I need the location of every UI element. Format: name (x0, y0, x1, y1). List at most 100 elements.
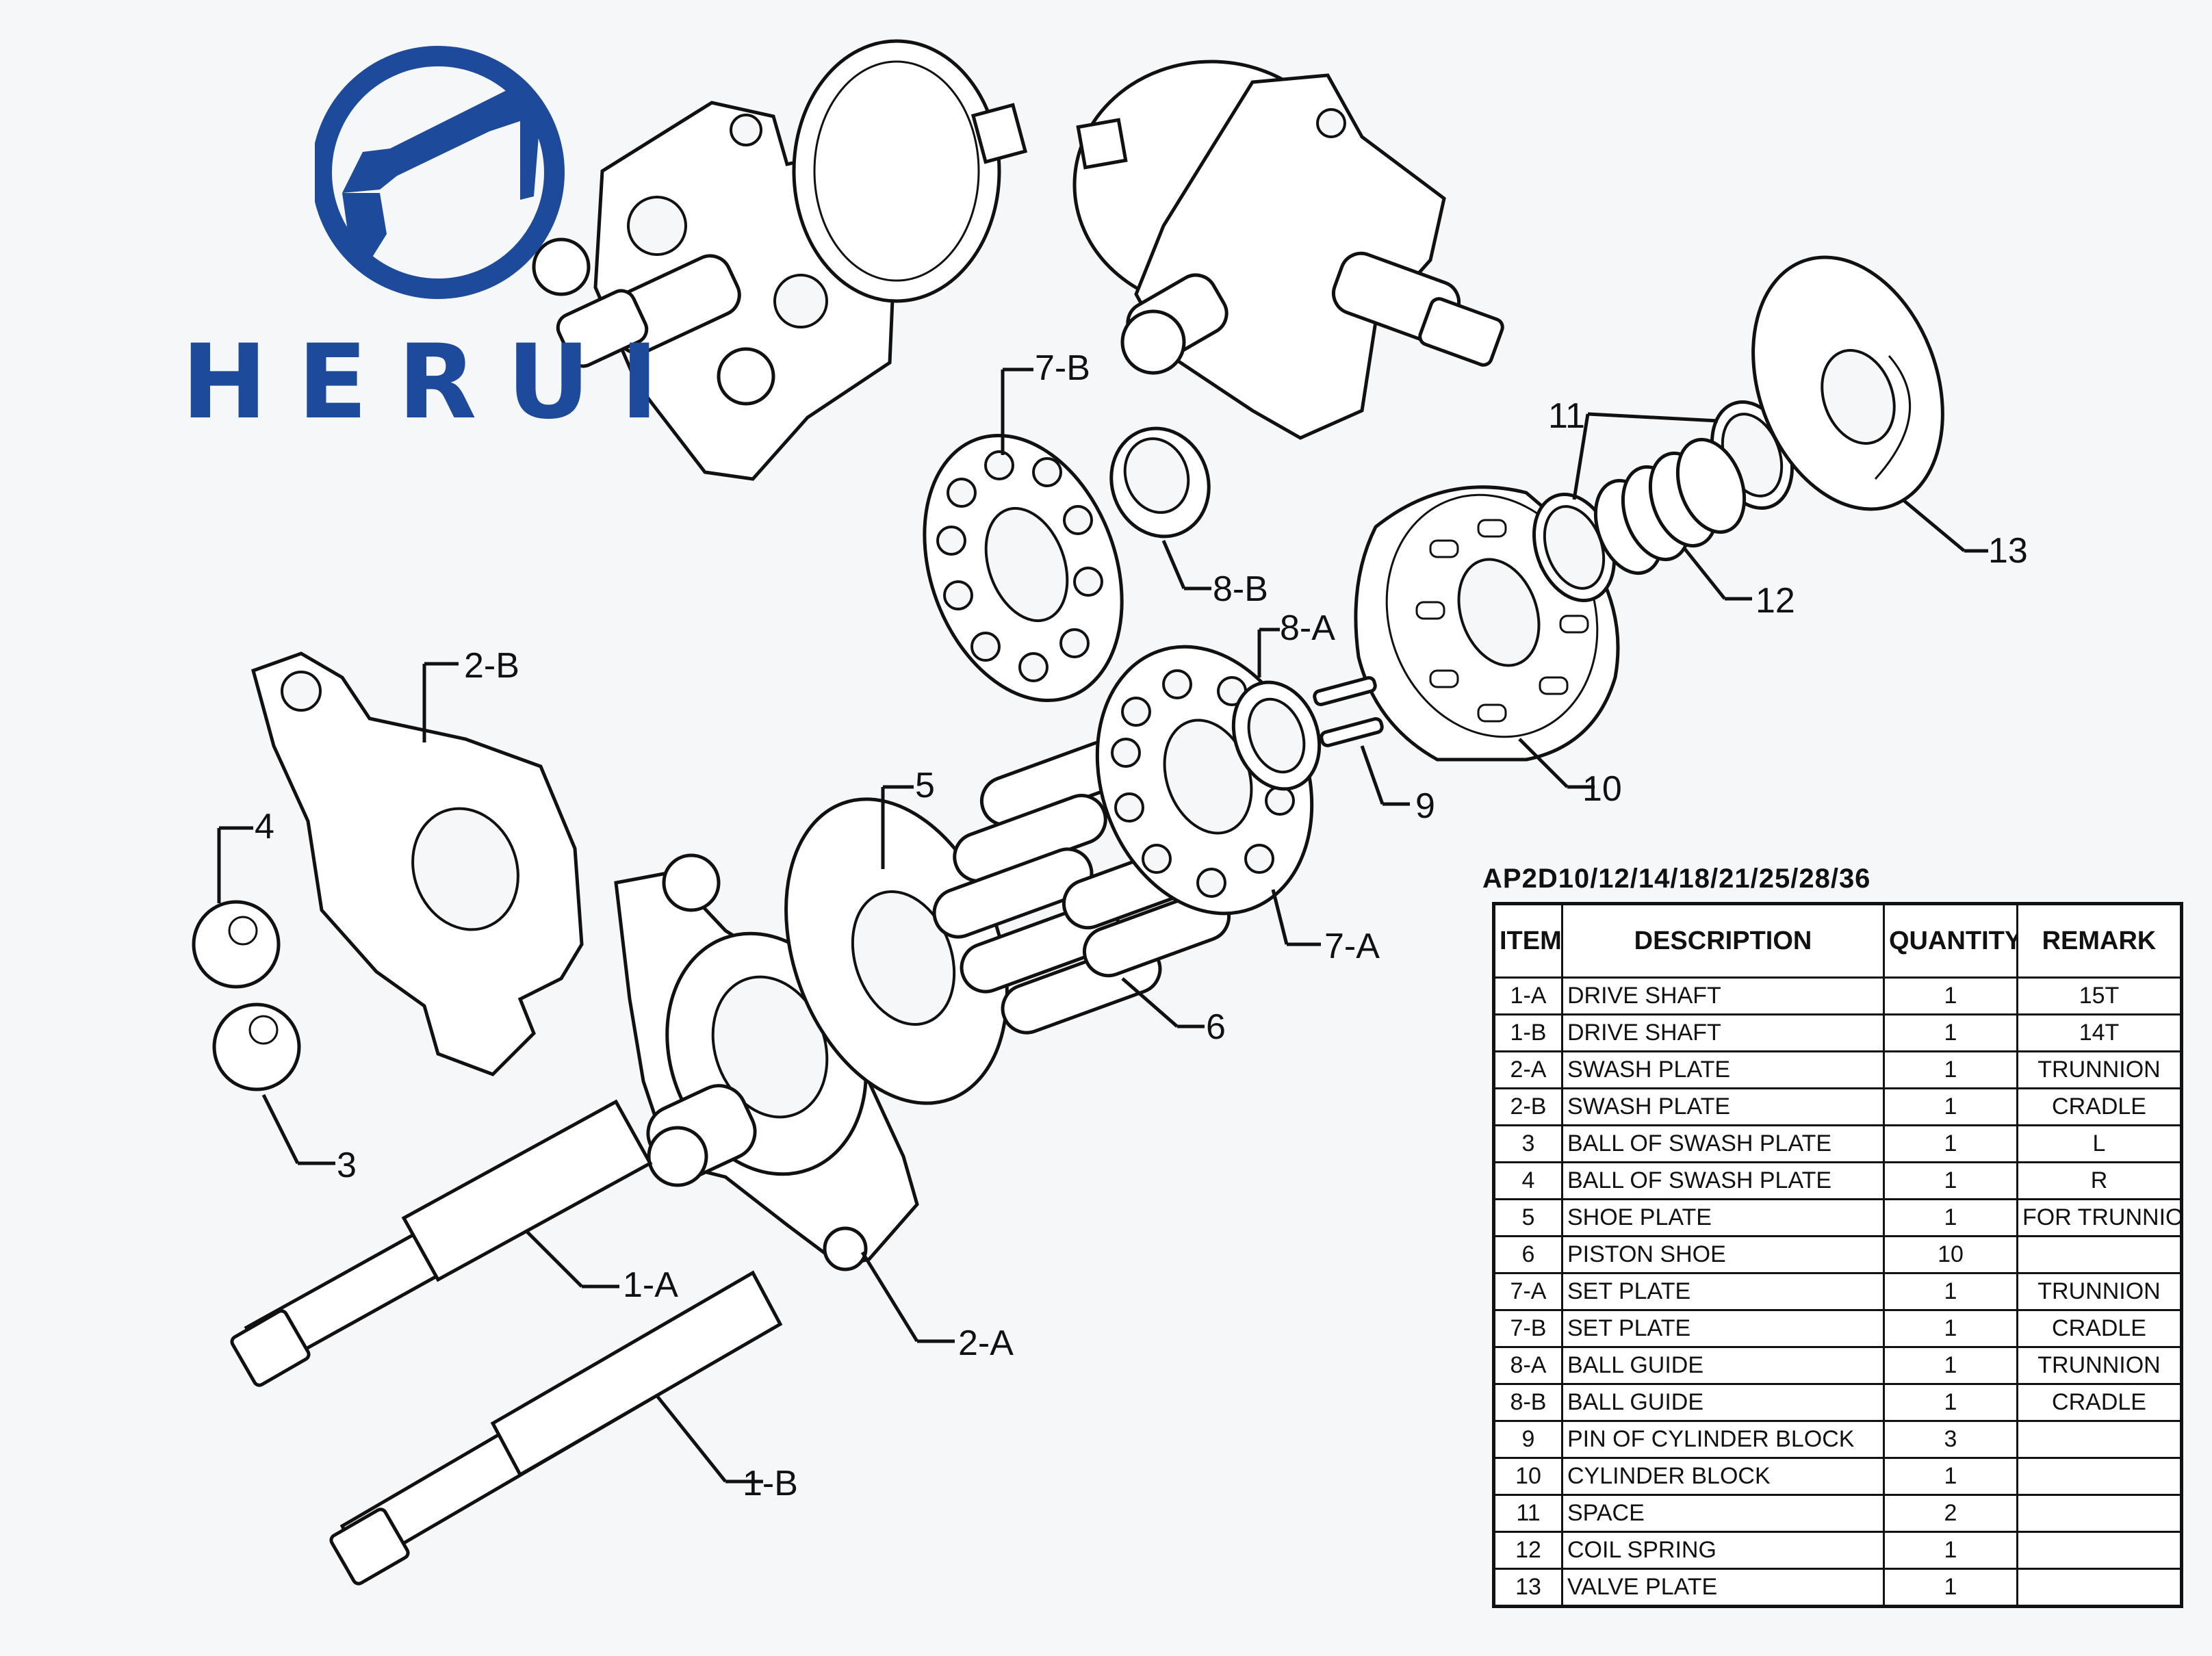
cell-description: SET PLATE (1561, 1309, 1885, 1348)
shoe-plate-5 (784, 797, 1009, 1105)
drive-shaft-1b (329, 1270, 783, 1586)
header-item: ITEM (1493, 903, 1563, 979)
cell-remark: CRADLE (2016, 1087, 2183, 1126)
callout-5: 5 (915, 766, 935, 805)
callout-13: 13 (1988, 531, 2028, 571)
cell-quantity: 10 (1883, 1235, 2018, 1274)
pump-assembly-right (1072, 60, 1504, 440)
callout-4: 4 (255, 807, 274, 846)
callout-3: 3 (337, 1146, 357, 1185)
drive-shaft-1a (230, 1099, 653, 1387)
cell-description: SWASH PLATE (1561, 1087, 1885, 1126)
callout-10: 10 (1582, 769, 1622, 809)
callout-2a: 2-A (958, 1323, 1014, 1363)
coil-spring-12 (1593, 437, 1747, 575)
cell-remark (2016, 1235, 2183, 1274)
cell-description: SET PLATE (1561, 1272, 1885, 1311)
cell-quantity: 3 (1883, 1420, 2018, 1459)
cell-description: PISTON SHOE (1561, 1235, 1885, 1274)
swash-plate-2b (250, 651, 584, 1076)
cell-item: 2-B (1493, 1087, 1563, 1126)
cell-description: COIL SPRING (1561, 1531, 1885, 1570)
herui-logo: HERUI (181, 36, 715, 446)
leader-lines (217, 367, 1988, 1484)
parts-table-title: AP2D10/12/14/18/21/25/28/36 (1482, 864, 1871, 894)
cell-remark: 15T (2016, 976, 2183, 1015)
header-remark: REMARK (2016, 903, 2183, 979)
callout-6: 6 (1206, 1007, 1226, 1047)
callout-2b: 2-B (464, 646, 519, 686)
cell-quantity: 1 (1883, 1383, 2018, 1422)
callout-labels: 1-A 1-B 2-A 2-B 3 4 5 6 7-A 7-B 8-A 8-B … (255, 348, 2028, 1503)
valve-plate-13 (1751, 255, 1944, 511)
callout-7b: 7-B (1035, 348, 1090, 388)
header-description: DESCRIPTION (1561, 903, 1885, 979)
cell-remark: 14T (2016, 1013, 2183, 1052)
cell-description: CYLINDER BLOCK (1561, 1457, 1885, 1496)
cell-description: DRIVE SHAFT (1561, 976, 1885, 1015)
cell-description: BALL OF SWASH PLATE (1561, 1161, 1885, 1200)
cell-remark (2016, 1457, 2183, 1496)
logo-brand-text: HERUI (181, 323, 689, 442)
cell-description: BALL GUIDE (1561, 1346, 1885, 1385)
cell-quantity: 1 (1883, 1161, 2018, 1200)
cell-item: 8-B (1493, 1383, 1563, 1422)
cell-item: 9 (1493, 1420, 1563, 1459)
cell-quantity: 1 (1883, 1457, 2018, 1496)
callout-12: 12 (1756, 581, 1795, 621)
cell-quantity: 1 (1883, 1309, 2018, 1348)
cell-item: 10 (1493, 1457, 1563, 1496)
cell-item: 1-B (1493, 1013, 1563, 1052)
cell-remark: TRUNNION (2016, 1050, 2183, 1089)
cell-description: BALL OF SWASH PLATE (1561, 1124, 1885, 1163)
cell-quantity: 1 (1883, 1531, 2018, 1570)
table-header-row: ITEM DESCRIPTION QUANTITY REMARK (1493, 903, 2183, 979)
cell-quantity: 1 (1883, 1346, 2018, 1385)
callout-7a: 7-A (1324, 927, 1380, 966)
ball-guide-8b (1109, 426, 1211, 539)
callout-1a: 1-A (623, 1265, 678, 1305)
cell-item: 2-A (1493, 1050, 1563, 1089)
cell-description: PIN OF CYLINDER BLOCK (1561, 1420, 1885, 1459)
cell-description: SPACE (1561, 1494, 1885, 1533)
cell-description: SHOE PLATE (1561, 1198, 1885, 1237)
cell-quantity: 1 (1883, 1124, 2018, 1163)
cell-item: 13 (1493, 1568, 1563, 1607)
cell-quantity: 1 (1883, 1050, 2018, 1089)
cell-remark: FOR TRUNNION (2016, 1198, 2183, 1237)
cell-quantity: 1 (1883, 1087, 2018, 1126)
swash-ball-3 (212, 1002, 301, 1091)
pump-assembly-left (532, 39, 1028, 481)
cell-quantity: 1 (1883, 976, 2018, 1015)
cell-remark: CRADLE (2016, 1309, 2183, 1348)
cell-remark (2016, 1494, 2183, 1533)
cell-quantity: 1 (1883, 1568, 2018, 1607)
cell-description: DRIVE SHAFT (1561, 1013, 1885, 1052)
cell-quantity: 2 (1883, 1494, 2018, 1533)
cell-remark (2016, 1531, 2183, 1570)
header-quantity: QUANTITY (1883, 903, 2018, 979)
callout-8b: 8-B (1213, 569, 1268, 609)
piston-shoes-6 (932, 740, 1231, 1035)
cell-remark (2016, 1420, 2183, 1459)
set-plate-7b (923, 433, 1124, 703)
cell-item: 6 (1493, 1235, 1563, 1274)
cell-description: SWASH PLATE (1561, 1050, 1885, 1089)
